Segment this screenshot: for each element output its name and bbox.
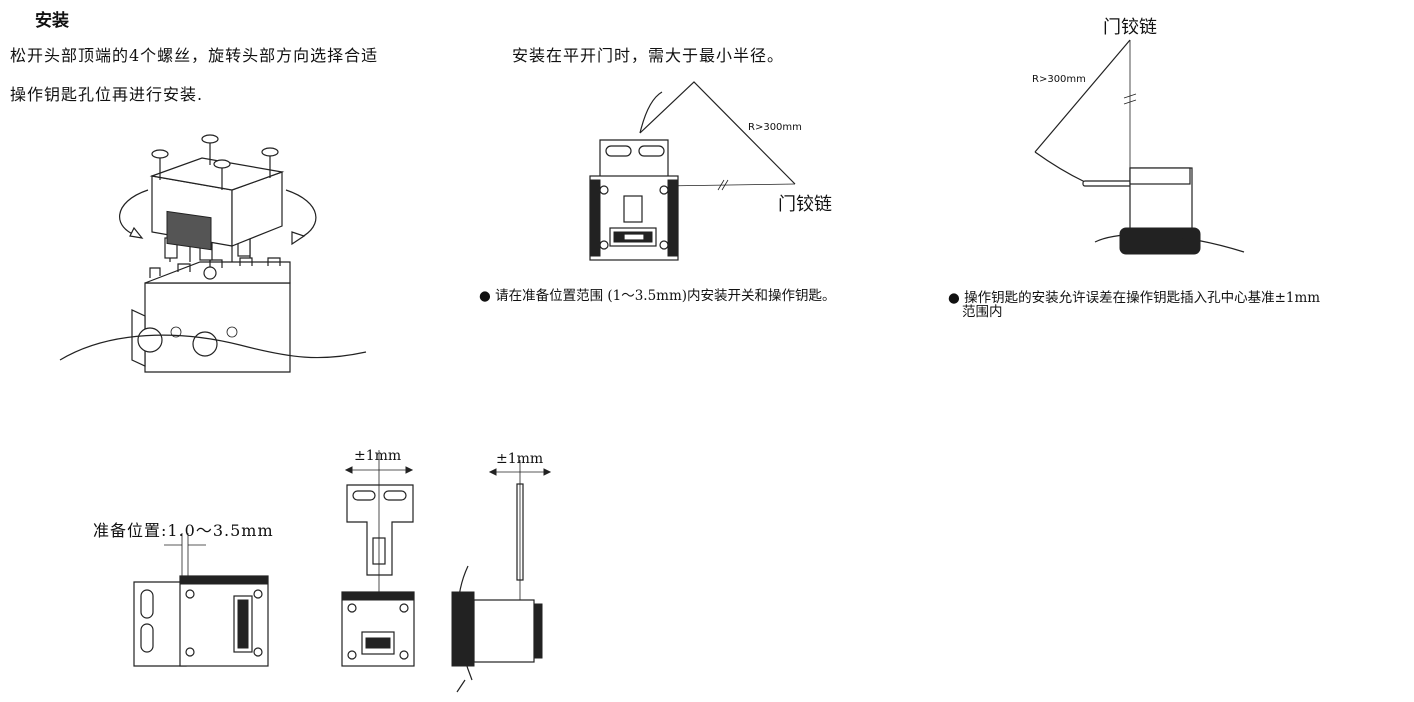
front-hinge-label: 门铰链 [778,194,832,215]
front-radius-label: R>300mm [748,122,802,133]
ready-position-note: ● 请在准备位置范围 (1～3.5mm)内安装开关和操作钥匙。 [479,288,836,304]
swing-door-top-diagram [1034,39,1245,255]
top-radius-label: R>300mm [1032,74,1086,85]
rotate-head-instruction-line2: 操作钥匙孔位再进行安装. [10,85,204,104]
tolerance-note-line1: ● 操作钥匙的安装允许误差在操作钥匙插入孔中心基准±1mm [948,290,1321,306]
ready-position-diagram [133,533,269,667]
rotating-head-illustration [59,134,367,373]
front-tolerance-diagram [341,450,415,667]
swing-door-instruction: 安装在平开门时，需大于最小半径。 [512,46,785,65]
side-tolerance-label: ±1mm [496,451,544,467]
tolerance-note-line2: 范围内 [962,304,1003,320]
rotate-head-instruction-line1: 松开头部顶端的4个螺丝，旋转头部方向选择合适 [10,46,379,65]
section-title: 安装 [35,11,69,31]
ready-position-label: 准备位置:1.0～3.5mm [93,521,274,540]
side-tolerance-diagram [451,460,552,693]
top-hinge-label: 门铰链 [1103,17,1157,38]
front-tolerance-label: ±1mm [354,448,402,464]
swing-door-front-diagram [589,81,796,261]
